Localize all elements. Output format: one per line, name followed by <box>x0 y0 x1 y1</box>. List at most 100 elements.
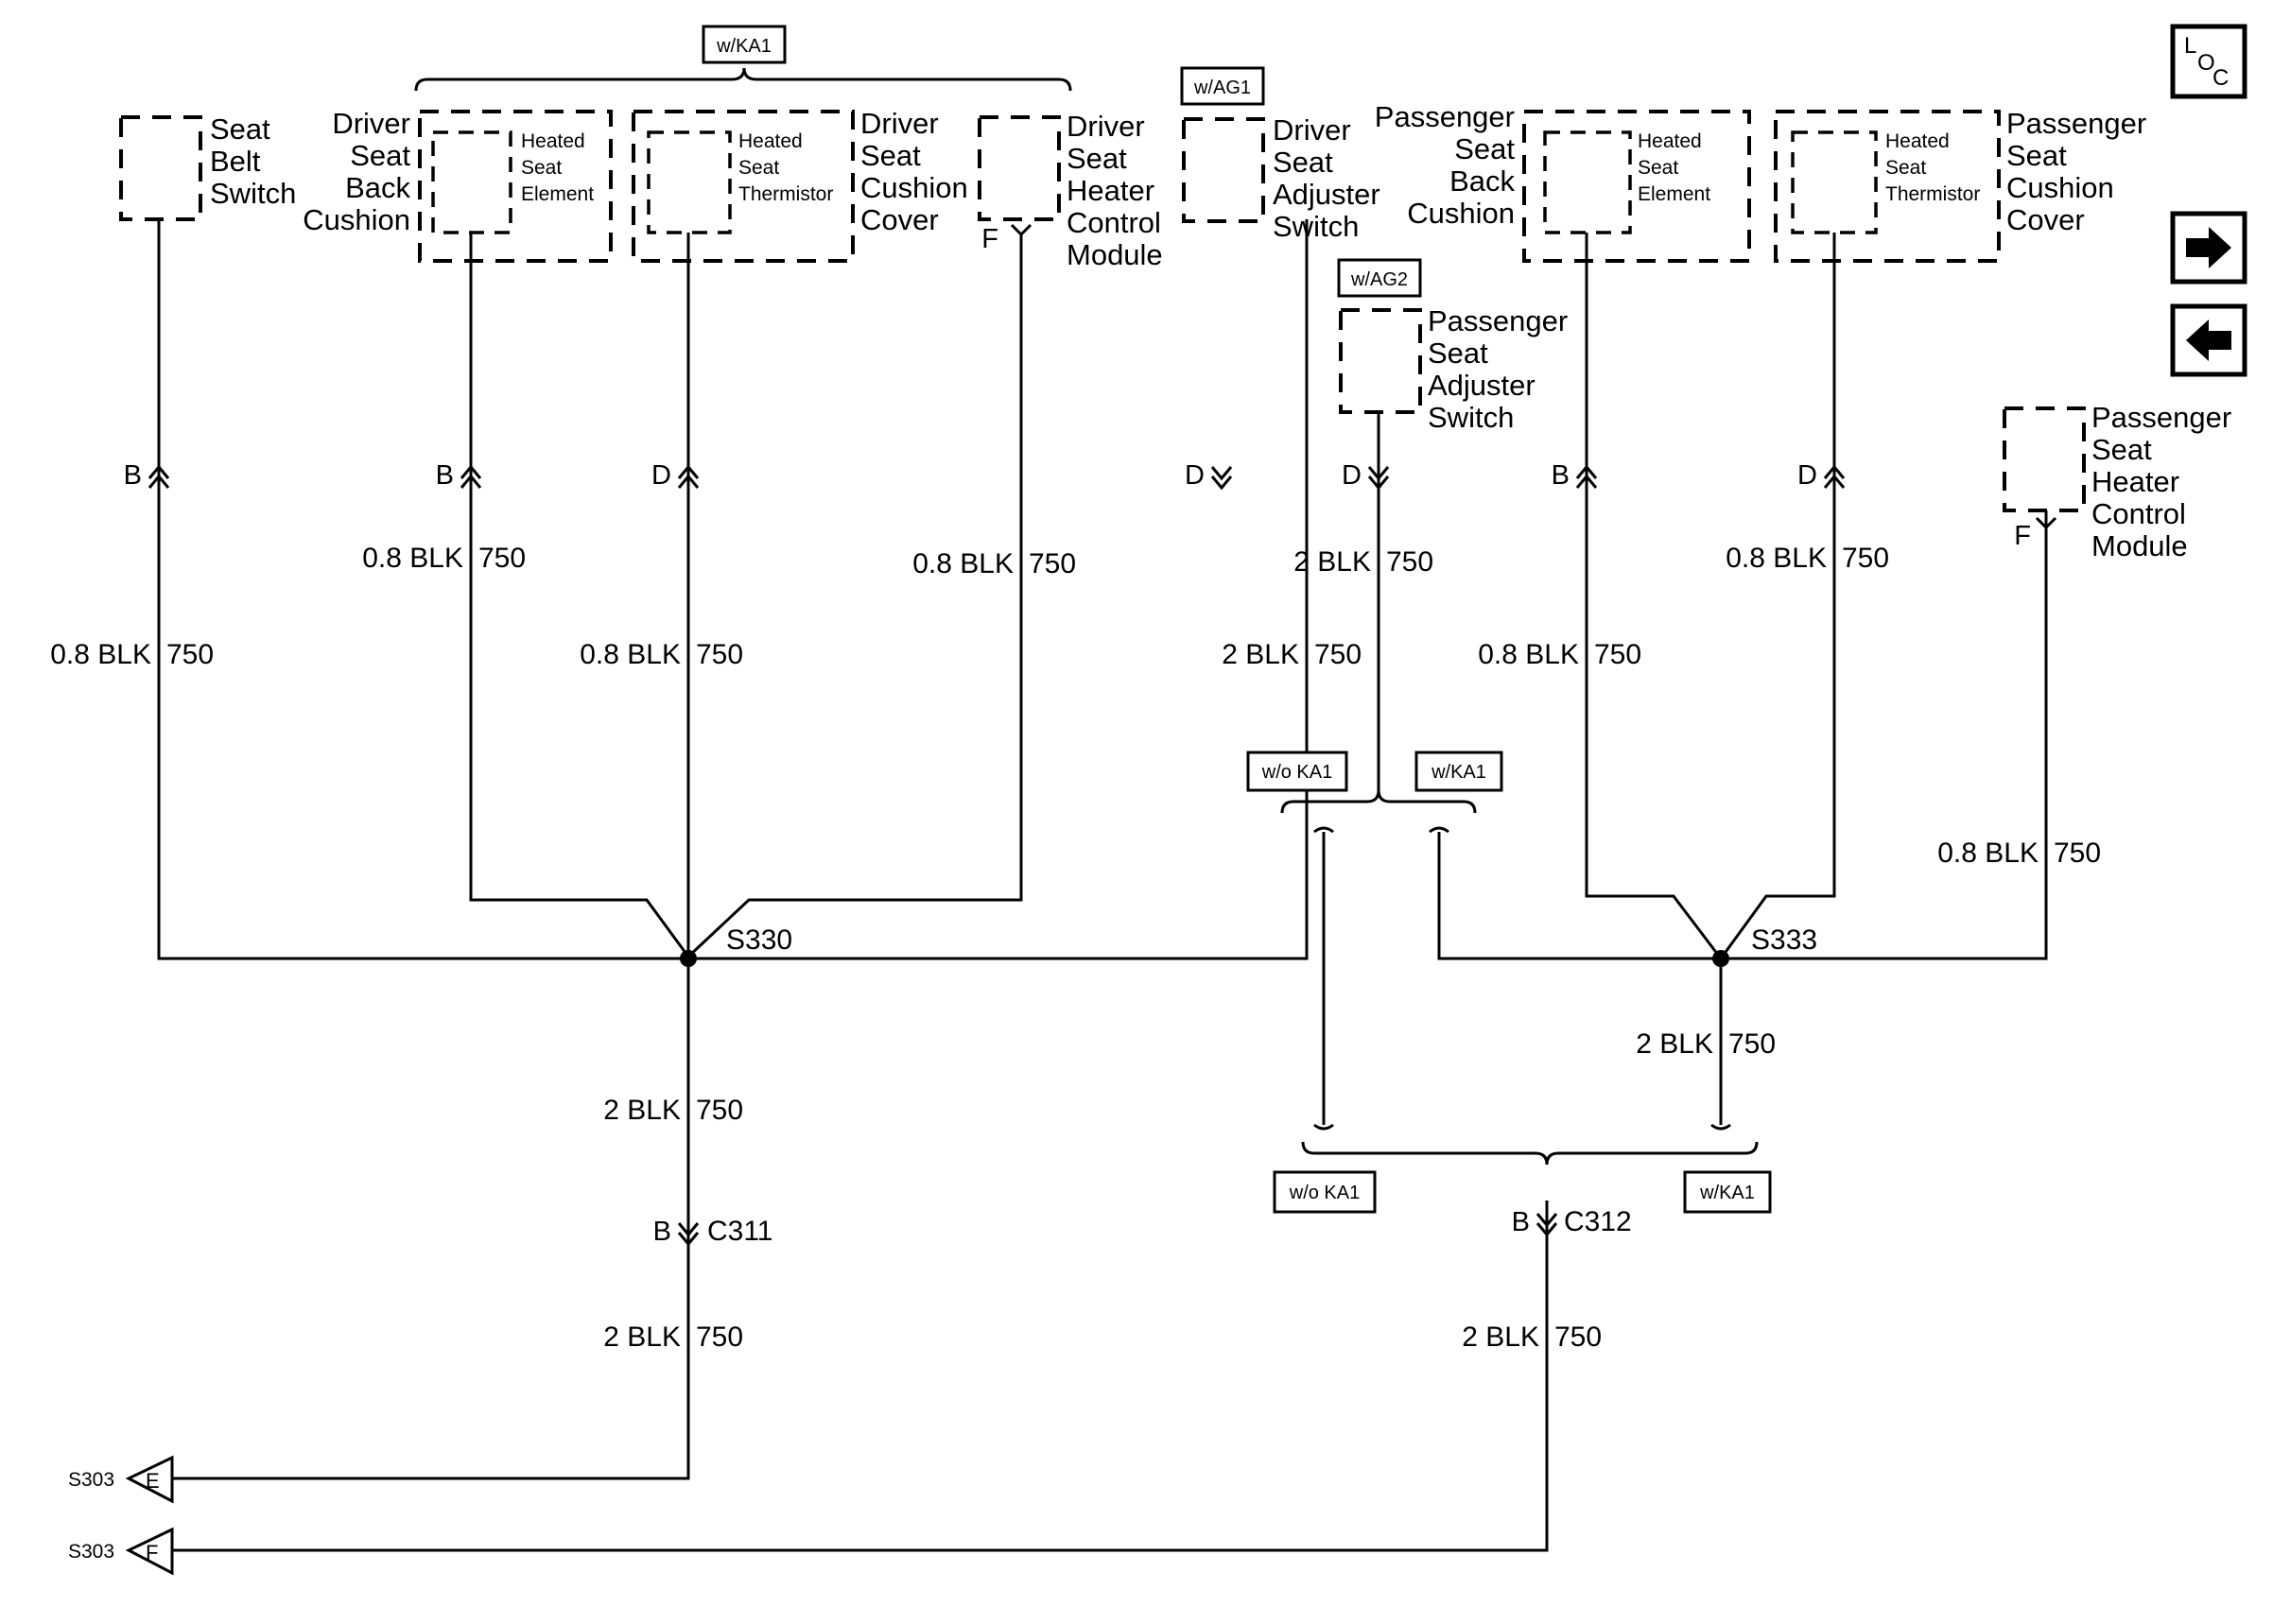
svg-text:2 BLK: 2 BLK <box>1293 546 1371 578</box>
svg-text:Back: Back <box>1449 164 1515 198</box>
svg-text:Seat: Seat <box>2006 139 2067 172</box>
svg-text:0.8 BLK: 0.8 BLK <box>1937 838 2039 869</box>
svg-text:0.8 BLK: 0.8 BLK <box>1478 639 1579 670</box>
svg-text:Heater: Heater <box>2091 465 2179 498</box>
svg-text:w/KA1: w/KA1 <box>1699 1183 1755 1203</box>
svg-text:Seat: Seat <box>738 157 779 179</box>
svg-text:Cushion: Cushion <box>1407 197 1515 230</box>
svg-text:2 BLK: 2 BLK <box>1636 1028 1713 1060</box>
splice-s333-label: S333 <box>1751 924 1817 956</box>
option-bracket-lower <box>1301 1141 1759 1166</box>
svg-text:L: L <box>2184 33 2196 59</box>
passenger-seat-heater-control-module: Passenger Seat Heater Control Module F <box>2003 401 2231 562</box>
svg-text:D: D <box>1797 460 1817 491</box>
svg-text:F: F <box>2014 521 2031 551</box>
svg-text:Seat: Seat <box>1638 157 1678 179</box>
svg-text:750: 750 <box>696 1322 743 1353</box>
svg-text:Adjuster: Adjuster <box>1428 369 1536 402</box>
svg-text:750: 750 <box>1554 1322 1602 1353</box>
ground-ref-e[interactable]: S303 E <box>68 1455 174 1504</box>
svg-text:750: 750 <box>1386 546 1433 578</box>
splice-s333-dot <box>1712 950 1729 967</box>
svg-text:Element: Element <box>521 183 594 205</box>
wires <box>157 219 2048 1552</box>
option-break-right <box>1429 826 1449 834</box>
svg-text:Control: Control <box>2091 497 2186 530</box>
seat-belt-switch: Seat Belt Switch <box>119 112 296 221</box>
svg-text:Control: Control <box>1067 206 1161 239</box>
svg-text:Seat: Seat <box>1885 157 1926 179</box>
svg-text:Seat: Seat <box>1428 337 1488 370</box>
svg-text:S303: S303 <box>68 1469 114 1491</box>
svg-text:Switch: Switch <box>1428 401 1514 434</box>
svg-text:Cushion: Cushion <box>2006 171 2114 204</box>
svg-text:750: 750 <box>2054 838 2101 869</box>
svg-text:w/KA1: w/KA1 <box>1431 762 1486 783</box>
svg-text:w/o KA1: w/o KA1 <box>1261 762 1332 783</box>
svg-text:0.8 BLK: 0.8 BLK <box>580 639 681 670</box>
passenger-seat-adjuster-switch: Passenger Seat Adjuster Switch <box>1339 304 1568 434</box>
svg-text:Module: Module <box>2091 529 2188 562</box>
svg-text:F: F <box>981 224 998 254</box>
driver-seat-adjuster-switch: Driver Seat Adjuster Switch <box>1182 113 1380 243</box>
svg-text:Seat: Seat <box>1067 142 1127 175</box>
svg-text:Seat: Seat <box>521 157 562 179</box>
svg-text:Element: Element <box>1638 183 1710 205</box>
option-w-ag2: w/AG2 <box>1337 258 1422 298</box>
svg-text:2 BLK: 2 BLK <box>603 1095 681 1126</box>
svg-text:Module: Module <box>1067 238 1163 271</box>
svg-text:0.8 BLK: 0.8 BLK <box>1726 543 1827 574</box>
svg-text:Passenger: Passenger <box>2006 107 2146 140</box>
connector-pin-symbols <box>147 223 2057 1247</box>
svg-text:Cushion: Cushion <box>860 171 968 204</box>
svg-text:750: 750 <box>1728 1028 1776 1060</box>
connector-c311-label: C311 <box>707 1216 773 1247</box>
driver-seat-heater-control-module: Driver Seat Heater Control Module F <box>978 110 1163 271</box>
svg-text:w/AG1: w/AG1 <box>1193 78 1251 98</box>
svg-text:S303: S303 <box>68 1541 114 1563</box>
svg-text:750: 750 <box>1029 548 1076 579</box>
option-w-ka1-mid: w/KA1 <box>1414 751 1503 792</box>
option-wo-ka1-mid: w/o KA1 <box>1246 751 1348 792</box>
svg-text:2 BLK: 2 BLK <box>1462 1322 1539 1353</box>
svg-text:Driver: Driver <box>332 107 410 140</box>
svg-text:C: C <box>2212 65 2229 91</box>
svg-text:B: B <box>436 460 454 491</box>
svg-text:Cushion: Cushion <box>303 203 410 236</box>
svg-text:2 BLK: 2 BLK <box>603 1322 681 1353</box>
svg-text:Thermistor: Thermistor <box>738 183 833 205</box>
passenger-seat-cushion-cover: Heated Seat Thermistor Passenger Seat Cu… <box>1774 107 2146 263</box>
connector-c312-label: C312 <box>1564 1206 1632 1237</box>
component-locator-button[interactable]: L O C <box>2170 24 2247 99</box>
svg-text:Heated: Heated <box>1885 130 1950 152</box>
seat-belt-switch-line3: Switch <box>210 177 296 210</box>
svg-text:Seat: Seat <box>1454 132 1515 165</box>
svg-text:Passenger: Passenger <box>1375 100 1515 133</box>
svg-text:Heated: Heated <box>1638 130 1702 152</box>
wire-labels: 0.8 BLK 750 0.8 BLK 750 0.8 BLK 750 0.8 … <box>50 543 2101 1353</box>
option-w-ka1-lower: w/KA1 <box>1683 1170 1772 1214</box>
next-page-button[interactable] <box>2170 211 2247 285</box>
svg-text:750: 750 <box>1842 543 1889 574</box>
svg-text:F: F <box>146 1541 158 1564</box>
svg-text:Heated: Heated <box>521 130 585 152</box>
svg-text:2 BLK: 2 BLK <box>1222 639 1299 670</box>
svg-text:B: B <box>1552 460 1570 491</box>
svg-text:Seat: Seat <box>2091 433 2152 466</box>
svg-text:B: B <box>124 460 142 491</box>
option-bracket-ka1 <box>414 67 1072 92</box>
svg-text:Thermistor: Thermistor <box>1885 183 1980 205</box>
option-bracket-mid <box>1280 789 1477 814</box>
svg-text:Driver: Driver <box>1067 110 1145 143</box>
option-w-ag1: w/AG1 <box>1180 66 1265 106</box>
driver-seat-cushion-cover: Heated Seat Thermistor Driver Seat Cushi… <box>632 107 968 263</box>
svg-text:B: B <box>653 1217 671 1247</box>
ground-ref-f[interactable]: S303 F <box>68 1527 174 1576</box>
previous-page-button[interactable] <box>2170 303 2247 377</box>
svg-text:w/AG2: w/AG2 <box>1350 269 1408 290</box>
option-break-bottom-right <box>1710 1123 1731 1131</box>
svg-text:0.8 BLK: 0.8 BLK <box>912 548 1014 579</box>
seat-belt-switch-line2: Belt <box>210 145 261 178</box>
svg-text:Seat: Seat <box>350 139 410 172</box>
